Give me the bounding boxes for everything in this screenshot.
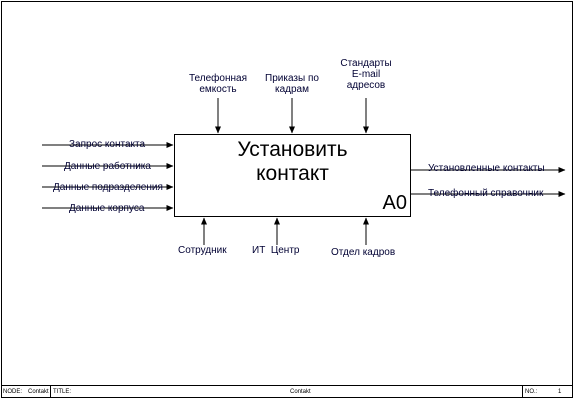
mechanism-label-sotrudnik: Сотрудник bbox=[178, 245, 227, 256]
footer-divider bbox=[50, 386, 51, 398]
input-label-rabotnik: Данные работника bbox=[64, 161, 151, 172]
output-label-kontakty: Установленные контакты bbox=[428, 163, 545, 174]
input-label-podrazdelenie: Данные подразделения bbox=[53, 182, 163, 193]
control-label-emkost: Телефонная емкость bbox=[189, 73, 247, 95]
footer-title-value: Contakt bbox=[290, 389, 311, 395]
footer-bar: NODE: Contakt TITLE: Contakt NO.: 1 bbox=[1, 385, 573, 398]
footer-no-value: 1 bbox=[558, 389, 562, 395]
mechanism-label-it-centr: ИТ Центр bbox=[252, 245, 300, 256]
control-label-prikazy: Приказы по кадрам bbox=[265, 73, 319, 95]
activity-title: Установить контакт bbox=[237, 138, 348, 185]
mechanism-label-otdel-kadrov: Отдел кадров bbox=[331, 247, 396, 258]
footer-no-label: NO.: bbox=[525, 389, 538, 395]
footer-divider bbox=[522, 386, 523, 398]
input-label-zapros: Запрос контакта bbox=[69, 139, 146, 150]
footer-node-label: NODE: bbox=[3, 389, 23, 395]
activity-box[interactable]: Установить контакт A0 bbox=[174, 134, 411, 217]
footer-node-value: Contakt bbox=[28, 389, 49, 395]
output-label-spravochnik: Телефонный справочник bbox=[428, 188, 544, 199]
footer-title-label: TITLE: bbox=[53, 389, 72, 395]
input-label-korpus: Данные корпуса bbox=[69, 203, 145, 214]
activity-number: A0 bbox=[382, 192, 407, 214]
control-label-standarty: Стандарты E-mail адресов bbox=[340, 58, 392, 91]
